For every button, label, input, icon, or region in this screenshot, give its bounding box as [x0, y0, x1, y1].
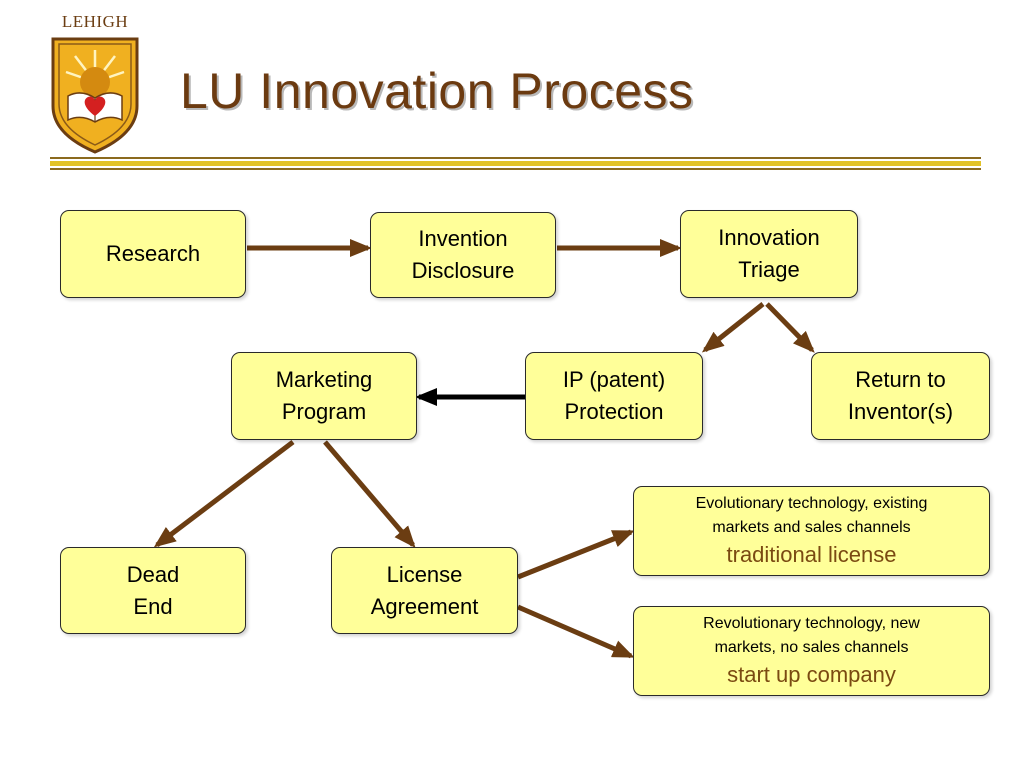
node-return-to-inventor: Return to Inventor(s): [811, 352, 990, 440]
title-divider-top: [50, 157, 981, 159]
node-evo-line1: Evolutionary technology, existing: [695, 495, 928, 513]
node-license-line1: License: [386, 561, 463, 587]
node-license-line2: Agreement: [370, 593, 479, 619]
arrow-triage-to-ip: [701, 302, 765, 353]
slide-title: LU Innovation Process: [180, 63, 694, 119]
title-divider-middle: [50, 161, 981, 166]
node-evolutionary-technology: Evolutionary technology, existing market…: [633, 486, 990, 576]
arrow-license-to-revolutionary: [517, 604, 635, 659]
node-triage-line1: Innovation: [718, 225, 820, 251]
node-triage-line2: Triage: [738, 257, 800, 282]
logo-wordmark: LEHIGH: [61, 12, 129, 31]
node-marketing-line2: Program: [281, 399, 367, 424]
node-research: Research: [60, 210, 246, 298]
node-return-line1: Return to: [855, 367, 946, 393]
node-return-line2: Inventor(s): [847, 399, 954, 424]
node-invention-line2: Disclosure: [411, 258, 515, 283]
node-marketing-line1: Marketing: [275, 367, 373, 393]
node-ip-protection: IP (patent) Protection: [525, 352, 703, 440]
node-ip-line2: Protection: [564, 399, 664, 424]
node-invention-line1: Invention: [418, 226, 508, 252]
node-dead-line2: End: [133, 593, 173, 619]
node-revolutionary-technology: Revolutionary technology, new markets, n…: [633, 606, 990, 696]
lehigh-shield-logo: [51, 37, 139, 154]
node-invention-disclosure: Invention Disclosure: [370, 212, 556, 298]
title-divider-bottom: [50, 168, 981, 170]
node-dead-line1: Dead: [126, 561, 180, 587]
arrow-marketing-to-dead-end: [153, 440, 295, 548]
node-rev-outcome: start up company: [727, 662, 896, 688]
node-research-label: Research: [105, 241, 201, 267]
node-dead-end: Dead End: [60, 547, 246, 634]
node-marketing-program: Marketing Program: [231, 352, 417, 440]
node-innovation-triage: Innovation Triage: [680, 210, 858, 298]
node-ip-line1: IP (patent): [562, 367, 666, 393]
arrow-license-to-evolutionary: [517, 529, 635, 580]
node-rev-line1: Revolutionary technology, new: [703, 615, 920, 633]
node-rev-line2: markets, no sales channels: [714, 639, 909, 657]
node-evo-line2: markets and sales channels: [712, 519, 911, 537]
arrow-triage-to-return: [765, 302, 815, 353]
node-license-agreement: License Agreement: [331, 547, 518, 634]
node-evo-outcome: traditional license: [726, 542, 897, 568]
arrow-marketing-to-license: [323, 440, 416, 549]
